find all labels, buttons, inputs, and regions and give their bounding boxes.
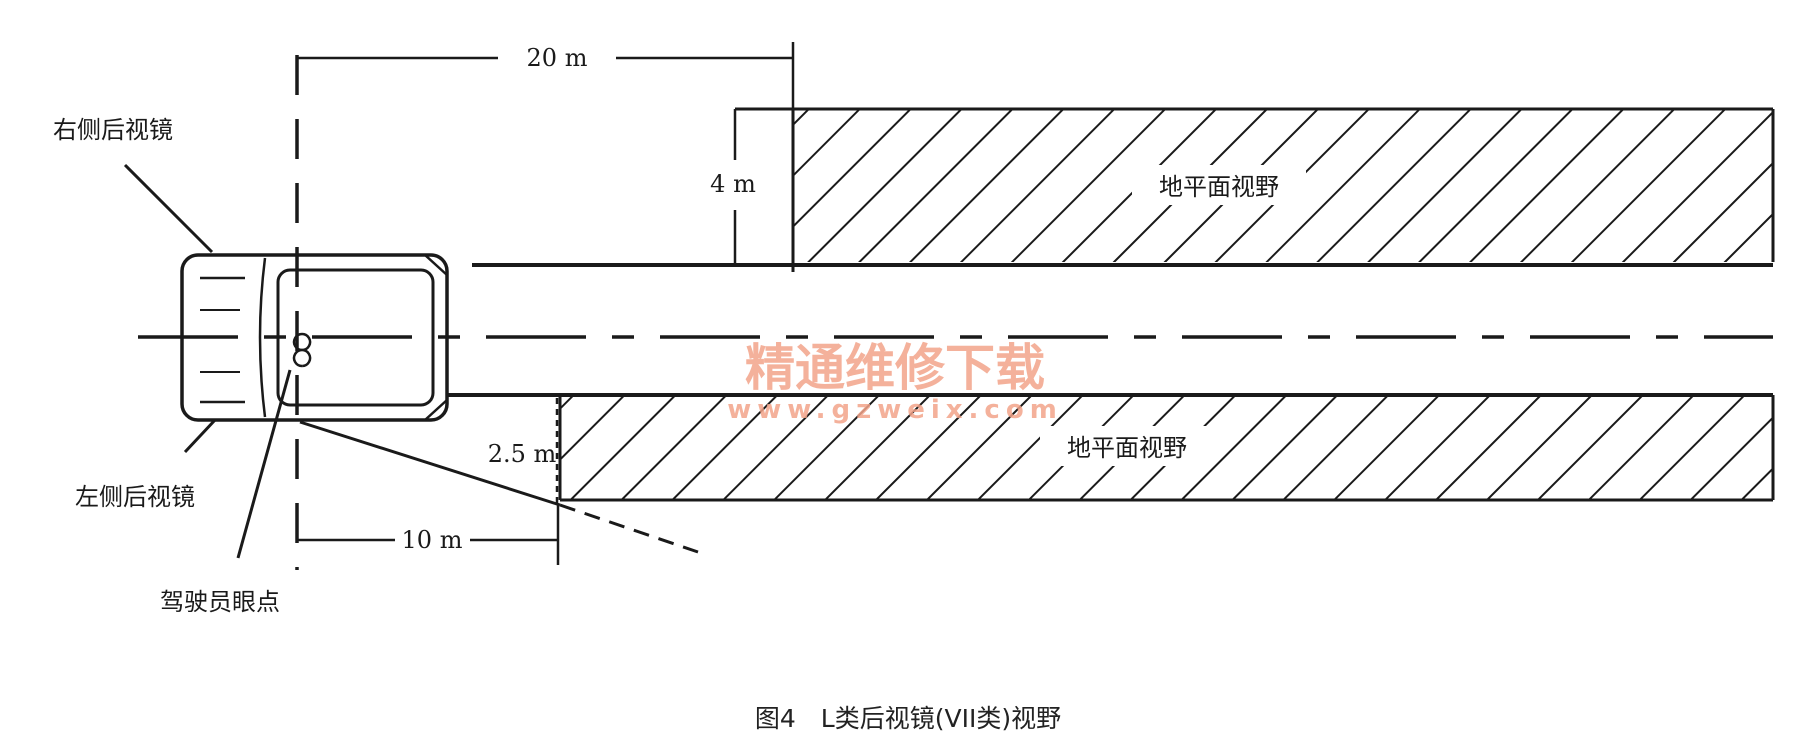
dimension-2-5m-label: 2.5 m	[488, 440, 557, 468]
left-mirror-label: 左侧后视镜	[75, 483, 195, 511]
driver-eye-label: 驾驶员眼点	[160, 588, 280, 616]
left-sight-line-extension	[559, 503, 699, 554]
lower-field-label-bg	[1040, 426, 1214, 466]
lower-field-outline	[558, 395, 1775, 502]
dimension-4m-label: 4 m	[710, 170, 756, 198]
driver-eye-icon	[292, 332, 312, 368]
watermark-url: www.gzweix.com	[727, 395, 1063, 425]
watermark-title: 精通维修下载	[745, 339, 1045, 397]
lower-field-label: 地平面视野	[1067, 434, 1187, 462]
left-sight-line	[299, 420, 561, 507]
upper-field-outline	[735, 107, 1775, 272]
vehicle-hood	[262, 253, 449, 422]
upper-field-label-bg	[1132, 165, 1306, 205]
dimension-20m-label: 20 m	[527, 44, 588, 72]
right-mirror-leader	[123, 163, 214, 254]
figure-caption: 图4 L类后视镜(VII类)视野	[755, 704, 1061, 733]
dimension-10m-label: 10 m	[402, 526, 463, 554]
vehicle-cab-divider	[258, 257, 267, 418]
left-mirror-leader	[183, 418, 217, 454]
dimension-20m	[297, 42, 795, 109]
right-mirror-label: 右侧后视镜	[53, 116, 173, 144]
driver-eye-leader	[236, 369, 292, 559]
dimension-10m	[297, 505, 560, 565]
upper-field-label: 地平面视野	[1159, 173, 1279, 201]
vehicle	[180, 253, 449, 422]
vehicle-windshield	[276, 268, 435, 407]
